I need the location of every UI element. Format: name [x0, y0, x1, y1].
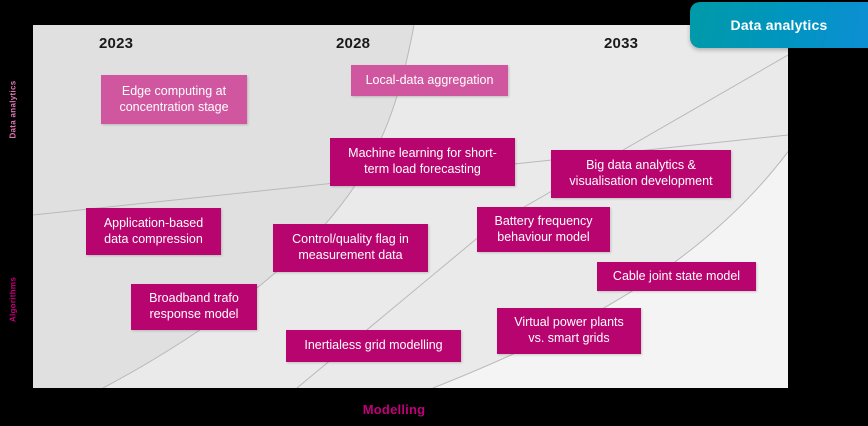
- axis-label-modelling: Modelling: [362, 402, 426, 417]
- band-2033: [433, 25, 788, 388]
- roadmap-item-broadband-trafo-model[interactable]: Broadband trafo response model: [131, 284, 257, 330]
- roadmap-item-local-data-aggregation[interactable]: Local-data aggregation: [351, 65, 508, 96]
- roadmap-item-cable-joint-state-model[interactable]: Cable joint state model: [597, 262, 756, 291]
- legend-badge-data-analytics[interactable]: Data analytics: [690, 2, 868, 48]
- year-label-2028: 2028: [336, 35, 371, 52]
- year-label-2033: 2033: [604, 35, 639, 52]
- roadmap-item-virtual-power-plants[interactable]: Virtual power plants vs. smart grids: [497, 308, 641, 354]
- roadmap-item-control-quality-flag[interactable]: Control/quality flag in measurement data: [273, 224, 428, 272]
- roadmap-item-edge-computing[interactable]: Edge computing at concentration stage: [101, 75, 247, 124]
- band-2028: [103, 25, 788, 388]
- roadmap-item-big-data-analytics[interactable]: Big data analytics & visualisation devel…: [551, 150, 731, 198]
- roadmap-item-battery-frequency-model[interactable]: Battery frequency behaviour model: [477, 207, 610, 252]
- roadmap-item-machine-learning-forecasting[interactable]: Machine learning for short-term load for…: [330, 138, 515, 186]
- axis-label-data-analytics: Data analytics: [8, 80, 18, 139]
- axis-label-algorithms: Algorithms: [8, 276, 18, 323]
- year-label-2023: 2023: [99, 35, 134, 52]
- roadmap-item-application-based-compression[interactable]: Application-based data compression: [86, 208, 221, 255]
- roadmap-item-inertialess-grid-modelling[interactable]: Inertialess grid modelling: [286, 330, 461, 362]
